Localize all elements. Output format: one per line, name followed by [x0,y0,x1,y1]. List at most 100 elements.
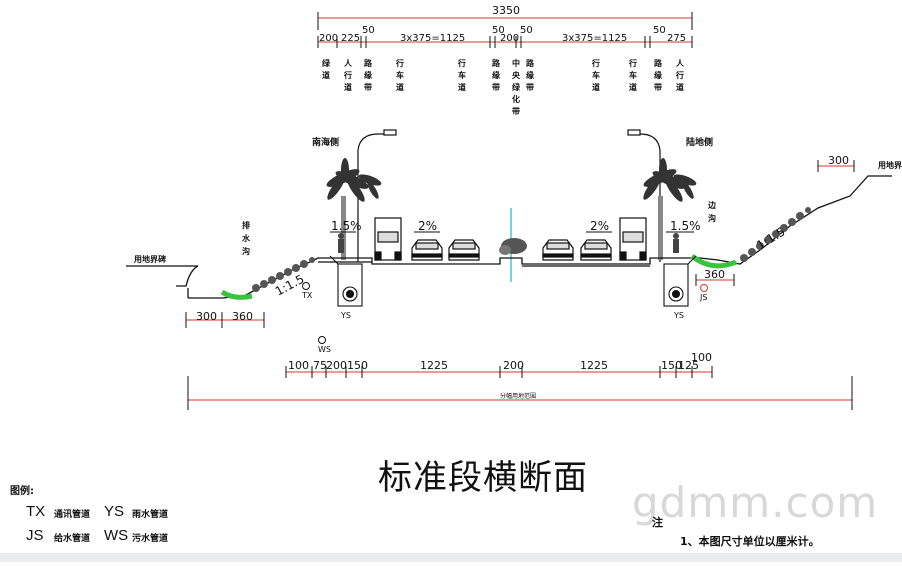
lane-label-9-char: 道 [592,82,600,92]
dim-300-right-label: 300 [828,154,849,167]
lane-label-11-char: 带 [654,82,662,92]
ditch-left-char: 沟 [242,246,250,256]
bottom-total-label: 分幅用地范围 [500,392,536,400]
pipe-ws-label: WS [318,345,331,354]
cross-slope-road-right: 2% [590,219,609,233]
lane-label-6-char: 缘 [492,70,500,80]
lane-label-7-char: 化 [512,94,520,104]
lane-label-11-char: 缘 [654,70,662,80]
lane-label-4-char: 道 [396,82,404,92]
top-dim-1: 200 [319,33,338,44]
pedestrian-right [673,233,679,253]
lane-label-9-char: 行 [591,58,600,68]
legend-code-tx: TX [26,503,46,520]
truck-right [619,217,647,261]
lane-label-1-char: 绿 [322,58,331,68]
pipe-ws-marker [318,336,326,344]
median-green-belt [499,208,527,282]
lane-label-12-char: 行 [675,70,684,80]
side-label-land: 陆地侧 [686,136,713,148]
dim-360-left-label: 360 [232,310,253,323]
boundary-marker-right: 用地界碑 [877,160,902,170]
top-dim-9: 50 [653,25,666,36]
note-line-1: 1、本图尺寸单位以厘米计。 [680,535,820,548]
bottom-dimension-chain: 100 75 200 150 1225 200 1225 150 125 100… [187,351,853,410]
lane-label-10-char: 车 [629,70,637,80]
dim-360-right-label: 360 [704,268,725,281]
pedestrian-left [338,233,344,253]
lane-label-6-char: 路 [492,58,501,68]
lane-label-2-char: 道 [344,82,352,92]
bottom-dim-4: 150 [347,359,368,372]
legend-name-tx: 通讯管道 [54,510,91,520]
bottom-dim-2: 75 [313,359,327,372]
lane-label-3-char: 路 [364,58,373,68]
dim-360-right: 360 [695,268,735,286]
lane-label-7-char: 中 [512,58,520,68]
bottom-dim-3: 200 [326,359,347,372]
lane-label-4-char: 行 [395,58,404,68]
top-dim-6: 200 [500,33,519,44]
palm-tree-right [643,158,697,260]
legend-name-js: 给水管道 [54,534,91,544]
pipe-js-marker [700,284,708,292]
ditch-label-right: 边沟 [707,200,717,223]
lane-label-9-char: 车 [592,70,600,80]
legend-code-ys: YS [104,503,125,520]
cross-slope-walk-left: 1.5% [331,219,362,233]
drawing-title: 标准段横断面 [378,458,588,498]
bottom-dim-1: 100 [288,359,309,372]
slope-shrubs-left [252,257,315,292]
truck-left [374,217,402,261]
top-dim-7: 50 [520,25,533,36]
watermark: gdmm.com [632,478,879,527]
lane-label-5-char: 车 [458,70,466,80]
ditch-left-char: 排 [242,220,250,230]
bottom-dim-center: 200 [503,359,524,372]
boundary-marker-left: 用地界碑 [133,254,166,264]
grass-ditch-right [690,253,737,269]
total-width-label: 3350 [492,4,520,17]
pipe-ys-right-label: YS [673,311,684,320]
legend-code-ws: WS [104,527,129,544]
bottom-strip [0,553,902,562]
top-dim-5: 50 [492,25,505,36]
bottom-dim-9: 100 [691,351,712,364]
lane-label-7-char: 带 [512,106,520,116]
pipe-js-label: JS [699,293,707,302]
lane-label-11-char: 路 [654,58,663,68]
lane-label-7-char: 绿 [512,82,521,92]
legend-name-ws: 污水管道 [132,534,169,544]
notes-heading: 注 [652,516,663,529]
car-left-1 [411,239,443,261]
lane-label-8-char: 带 [526,82,534,92]
legend-heading: 图例: [10,486,34,497]
pipe-tx-label: TX [301,291,313,300]
lane-label-7-char: 央 [512,70,521,80]
lane-label-12-char: 人 [676,58,685,68]
top-dim-8: 3x375=1125 [562,33,627,44]
bottom-dim-7: 150 [661,359,682,372]
top-dimension-chain: 3350 200 225 50 3x375=1125 50 200 50 3x3… [317,4,693,48]
lane-label-10-char: 道 [629,82,637,92]
ditch-label-left: 排水沟 [241,220,251,256]
dim-left-300-360: 300 360 [185,310,265,328]
cross-slope-walk-right: 1.5% [670,219,701,233]
lane-label-4-char: 车 [396,70,404,80]
lane-label-6-char: 带 [492,82,500,92]
legend-name-ys: 雨水管道 [132,510,169,520]
ditch-left-char: 水 [241,233,251,243]
dim-300-right: 300 [817,154,855,172]
lane-label-2-char: 人 [344,58,353,68]
lane-label-2-char: 行 [343,70,352,80]
lane-label-3-char: 带 [364,82,372,92]
palm-tree-left [326,158,382,260]
drainage-well-right [663,255,697,307]
lane-label-12-char: 道 [676,82,684,92]
slope-ratio-right: 1:1.5 [754,224,788,252]
top-dim-10: 275 [667,33,686,44]
dim-300-left-label: 300 [196,310,217,323]
lane-label-3-char: 缘 [364,70,372,80]
lane-label-5-char: 道 [458,82,466,92]
lane-label-10-char: 行 [628,58,637,68]
